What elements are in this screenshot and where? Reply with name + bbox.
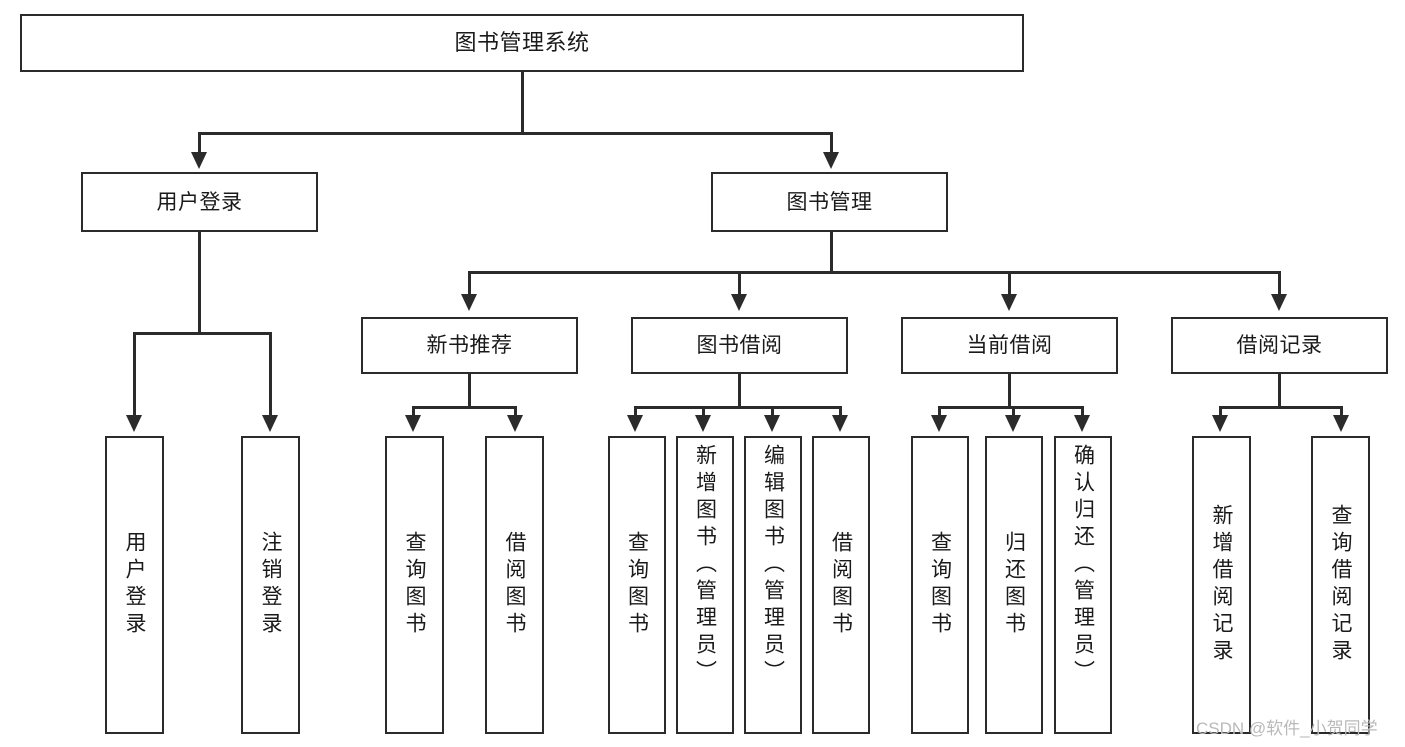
leaf-user-logout[interactable]: 注销登录 (241, 436, 300, 734)
connector-bm-drop-4 (1278, 271, 1281, 298)
connector-new-book-rec-bus (412, 406, 517, 409)
node-book-manage[interactable]: 图书管理 (711, 172, 948, 232)
connector-user-login-stem (198, 232, 201, 334)
node-label: 图书管理系统 (454, 30, 590, 55)
node-label: 注销登录 (259, 531, 282, 639)
node-label: 借阅记录 (1236, 334, 1323, 357)
node-label: 图书管理 (786, 190, 873, 214)
connector-borrow-record-bus (1219, 406, 1343, 409)
arrow-to-new-book-rec (461, 294, 477, 311)
arrow-to-leaf-add-book (695, 415, 711, 432)
arrow-to-leaf-query-book-3 (931, 415, 947, 432)
arrow-to-leaf-edit-book (764, 415, 780, 432)
leaf-query-book-2[interactable]: 查询图书 (608, 436, 666, 734)
connector-cb-drop-2 (1012, 406, 1015, 418)
arrow-to-current-borrow (1001, 294, 1017, 311)
connector-root-drop-right (830, 132, 833, 157)
node-label: 图书借阅 (696, 334, 783, 357)
node-label: 新增图书（管理员） (693, 444, 717, 687)
connector-book-borrow-bus (634, 406, 842, 409)
arrow-to-borrow-record (1271, 294, 1287, 311)
connector-current-borrow-bus (938, 406, 1083, 409)
connector-bm-drop-2 (738, 271, 741, 298)
node-user-login[interactable]: 用户登录 (81, 172, 318, 232)
leaf-borrow-book-2[interactable]: 借阅图书 (812, 436, 870, 734)
leaf-return-book[interactable]: 归还图书 (985, 436, 1043, 734)
connector-br-drop-1 (1219, 406, 1222, 418)
connector-new-book-rec-stem (468, 374, 471, 408)
arrow-to-leaf-query-record (1333, 415, 1349, 432)
node-new-book-rec[interactable]: 新书推荐 (361, 317, 578, 374)
connector-bb-drop-1 (634, 406, 637, 418)
arrow-to-leaf-user-login (126, 415, 142, 432)
connector-current-borrow-stem (1008, 374, 1011, 408)
node-label: 编辑图书（管理员） (761, 444, 785, 687)
leaf-query-record[interactable]: 查询借阅记录 (1311, 436, 1370, 734)
connector-root-drop-left (198, 132, 201, 157)
node-label: 用户登录 (123, 531, 146, 639)
connector-cb-drop-1 (938, 406, 941, 418)
node-label: 借阅图书 (829, 531, 853, 639)
connector-bm-drop-1 (468, 271, 471, 298)
connector-root-stem (521, 72, 524, 134)
leaf-query-book-1[interactable]: 查询图书 (385, 436, 444, 734)
connector-cb-drop-3 (1081, 406, 1084, 418)
node-root-book-management-system[interactable]: 图书管理系统 (20, 14, 1024, 72)
connector-user-login-bus (133, 332, 272, 335)
arrow-to-leaf-query-book-2 (627, 415, 643, 432)
node-label: 新增借阅记录 (1210, 504, 1233, 666)
arrow-to-leaf-add-record (1212, 415, 1228, 432)
connector-user-login-drop-2 (269, 332, 272, 417)
arrow-to-book-manage (823, 152, 839, 169)
arrow-to-leaf-borrow-book-1 (507, 415, 523, 432)
arrow-to-leaf-borrow-book-2 (832, 415, 848, 432)
connector-book-manage-stem (830, 232, 833, 273)
node-current-borrow[interactable]: 当前借阅 (901, 317, 1118, 374)
connector-nbr-drop-1 (412, 406, 415, 418)
connector-user-login-drop-1 (133, 332, 136, 417)
node-label: 当前借阅 (966, 334, 1053, 357)
connector-bb-drop-3 (771, 406, 774, 418)
connector-bb-drop-2 (702, 406, 705, 418)
connector-br-drop-2 (1340, 406, 1343, 418)
leaf-add-book[interactable]: 新增图书（管理员） (676, 436, 734, 734)
arrow-to-leaf-confirm-return (1074, 415, 1090, 432)
connector-bb-drop-4 (839, 406, 842, 418)
node-label: 归还图书 (1002, 531, 1026, 639)
arrow-to-leaf-return-book (1005, 415, 1021, 432)
leaf-borrow-book-1[interactable]: 借阅图书 (485, 436, 544, 734)
connector-book-manage-bus (468, 271, 1280, 274)
node-label: 查询图书 (403, 531, 426, 639)
leaf-query-book-3[interactable]: 查询图书 (911, 436, 969, 734)
node-borrow-record[interactable]: 借阅记录 (1171, 317, 1388, 374)
node-label: 确认归还（管理员） (1071, 444, 1095, 687)
leaf-add-record[interactable]: 新增借阅记录 (1192, 436, 1251, 734)
node-label: 查询图书 (625, 531, 649, 639)
node-label: 新书推荐 (426, 334, 513, 357)
leaf-user-login[interactable]: 用户登录 (105, 436, 164, 734)
node-label: 查询图书 (928, 531, 952, 639)
csdn-watermark: CSDN @软件_小贺同学 (1196, 719, 1378, 738)
connector-root-bus (198, 132, 832, 135)
arrow-to-leaf-query-book-1 (405, 415, 421, 432)
connector-bm-drop-3 (1008, 271, 1011, 298)
leaf-confirm-return[interactable]: 确认归还（管理员） (1054, 436, 1112, 734)
connector-borrow-record-stem (1278, 374, 1281, 408)
arrow-to-leaf-user-logout (262, 415, 278, 432)
node-label: 用户登录 (156, 190, 243, 214)
arrow-to-book-borrow (731, 294, 747, 311)
arrow-to-user-login (191, 152, 207, 169)
connector-nbr-drop-2 (514, 406, 517, 418)
node-book-borrow[interactable]: 图书借阅 (631, 317, 848, 374)
leaf-edit-book[interactable]: 编辑图书（管理员） (744, 436, 802, 734)
node-label: 借阅图书 (503, 531, 526, 639)
connector-book-borrow-stem (738, 374, 741, 408)
node-label: 查询借阅记录 (1329, 504, 1352, 666)
